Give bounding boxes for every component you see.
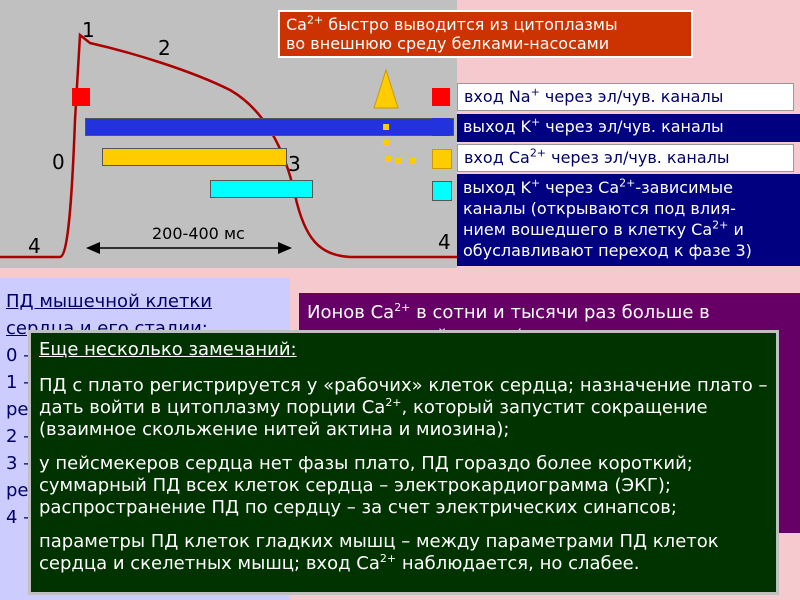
k-bar	[85, 118, 454, 136]
legend-na-square	[432, 88, 450, 106]
legend-k-label: выход K+ через эл/чув. каналы	[457, 114, 800, 142]
legend-ca-label: вход Ca2+ через эл/чув. каналы	[457, 144, 794, 172]
stage-0: 0 –	[6, 345, 33, 366]
pump-info-line1: Ca2+ быстро выводится из цитоплазмы	[286, 13, 618, 34]
legend-ca-square	[432, 149, 452, 169]
action-potential-svg	[0, 32, 457, 259]
legend-k-ca-line3: нием вошедшего в клетку Ca2+ и	[463, 218, 744, 239]
stage-1: 1 –	[6, 372, 33, 393]
phase-label-2: 2	[158, 36, 171, 60]
k-ca-bar	[210, 180, 313, 198]
stages-title-line1: ПД мышечной клетки	[6, 291, 212, 312]
legend-k-ca-label: выход K+ через Ca2+-зависимые каналы (от…	[457, 174, 800, 266]
calcium-info-line1: Ионов Ca2+ в сотни и тысячи раз больше в	[307, 301, 710, 323]
stage-1-cont: ре	[6, 399, 29, 420]
phase-label-1: 1	[82, 18, 95, 42]
notes-title: Еще несколько замечаний:	[39, 339, 297, 360]
notes-paragraph-3: параметры ПД клеток гладких мышц – между…	[39, 531, 719, 574]
legend-k-square	[432, 118, 450, 136]
legend-k-ca-line2: каналы (открываются под влия-	[463, 199, 736, 218]
stage-3-cont: ре	[6, 480, 29, 501]
pump-info-box: Ca2+ быстро выводится из цитоплазмы во в…	[278, 10, 693, 58]
notes-paragraph-2: у пейсмекеров сердца нет фазы плато, ПД …	[39, 453, 693, 518]
legend-na-label: вход Na+ через эл/чув. каналы	[457, 83, 794, 111]
phase-label-4-left: 4	[28, 234, 41, 258]
legend-k-ca-square	[432, 181, 452, 201]
phase-label-0: 0	[52, 150, 65, 174]
stage-4: 4 –	[6, 507, 33, 528]
stage-3: 3 –	[6, 453, 33, 474]
phase-label-3: 3	[288, 152, 301, 176]
phase-label-4-right: 4	[438, 230, 451, 254]
notes-panel: Еще несколько замечаний: ПД с плато реги…	[28, 330, 779, 595]
notes-paragraph-1: ПД с плато регистрируется у «рабочих» кл…	[39, 375, 768, 440]
duration-arrow-left-head	[86, 242, 100, 254]
stage-2: 2 –	[6, 426, 33, 447]
legend-k-ca-line4: обуславливают переход к фазе 3)	[463, 241, 752, 260]
action-potential-curve	[0, 32, 457, 259]
duration-label: 200-400 мс	[150, 224, 247, 243]
na-marker	[72, 88, 90, 106]
pump-arrow	[373, 68, 416, 164]
legend-k-ca-line1: выход K+ через Ca2+-зависимые	[463, 176, 734, 197]
duration-arrow-right-head	[278, 242, 292, 254]
pump-info-line2: во внешнюю среду белками-насосами	[286, 34, 610, 53]
ca-bar	[102, 148, 287, 166]
